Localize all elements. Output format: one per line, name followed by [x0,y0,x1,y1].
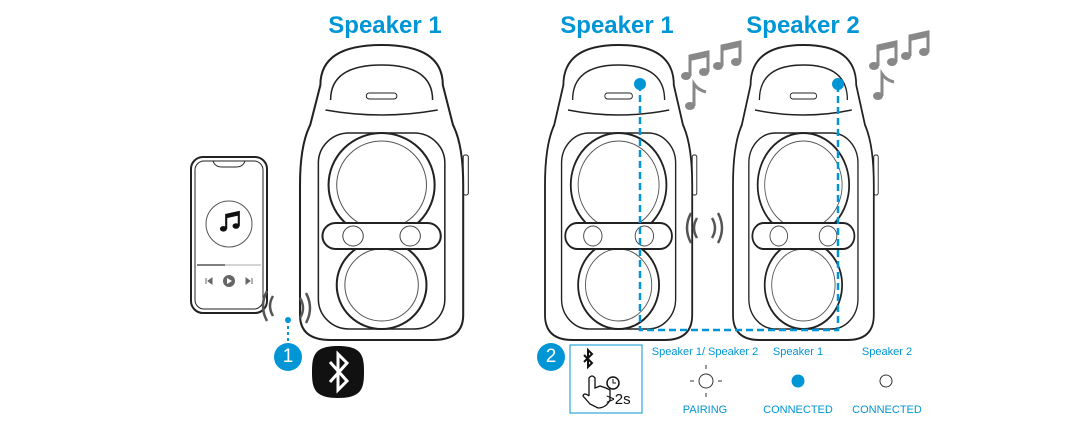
hand-press-icon [582,375,611,409]
pairing-led-icon [690,365,722,397]
speaker-1 [544,44,698,341]
press-duration: >2s [606,391,631,408]
clock-icon [606,376,620,390]
left-speaker-title: Speaker 1 [328,12,442,39]
speaker-1-title: Speaker 1 [560,12,674,39]
music-note-icon [711,40,743,72]
led-off-icon [879,374,893,388]
speaker-2-led [832,78,844,90]
previous-icon [205,277,213,285]
indicator-status: PAIRING [682,404,728,416]
bluetooth-icon [312,346,364,398]
step-2-badge: 2 [537,343,565,371]
music-note-icon [679,50,711,82]
speaker-2 [732,44,880,341]
music-note-icon [683,82,708,112]
music-note-icon [899,30,931,62]
indicator-status: CONNECTED [763,404,833,416]
music-note-icon [867,40,899,72]
music-note-icon [871,72,896,102]
wave-icon [710,211,724,245]
indicator-header: Speaker 2 [861,346,913,358]
speaker-1-single [298,43,470,342]
tws-link-line [638,84,840,332]
speaker-1-led [634,78,646,90]
next-icon [245,277,253,285]
indicator-status: CONNECTED [852,404,922,416]
led-solid-icon [791,374,805,388]
bluetooth-icon [583,347,594,370]
phone-icon [190,156,268,314]
speaker-2-title: Speaker 2 [746,12,860,39]
indicator-header: Speaker 1 [772,346,824,358]
indicator-header: Speaker 1/ Speaker 2 [651,346,759,358]
step-1-badge: 1 [274,343,302,371]
